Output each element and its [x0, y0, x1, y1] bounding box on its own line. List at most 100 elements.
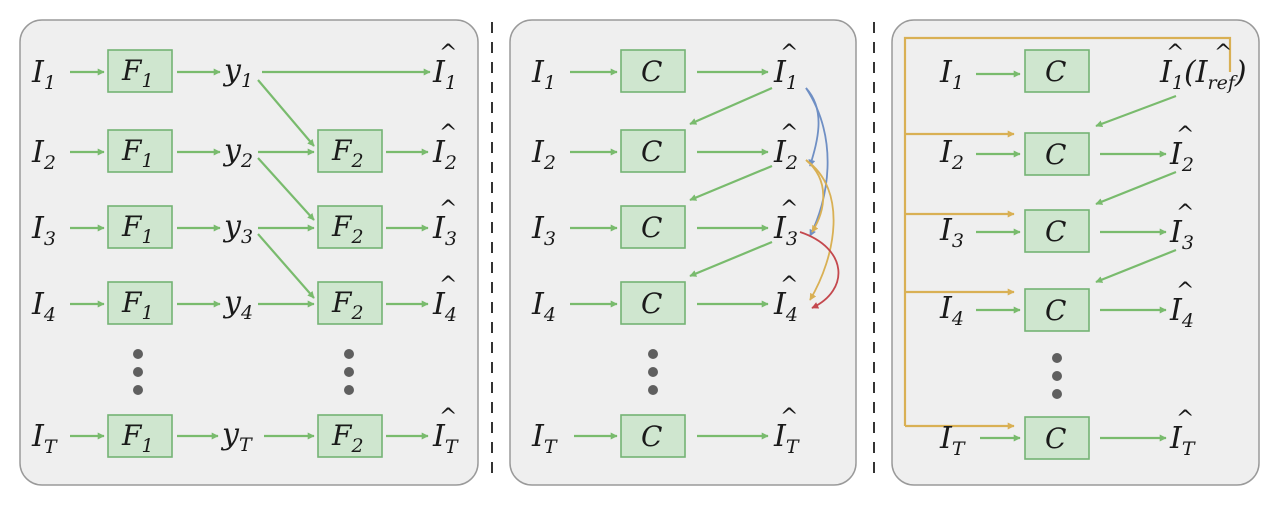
p1-latent-2: y2 [222, 133, 253, 172]
p1-output-4: I4 [432, 287, 457, 326]
p3-row-2: I2 C I2 ^ [939, 123, 1194, 176]
p2-orange-arrow-2-3 [805, 159, 825, 233]
panel-reference: I1 C I1(Iref) ^ ^ I2 C I2 ^ I3 C I3 ^ [891, 19, 1260, 486]
p3-input-2: I2 [939, 135, 964, 174]
p1-output-2-hat: ^ [439, 121, 457, 146]
p1-f2-label-4: F2 [331, 286, 364, 324]
p3-codec-label-T: C [1045, 422, 1066, 455]
p1-output-T: IT [432, 419, 459, 458]
p1-f2-label-3: F2 [331, 210, 364, 248]
p2-codec-label-T: C [641, 420, 662, 453]
p1-link-y3-f2 [257, 233, 315, 299]
p3-row-T: IT C IT ^ [939, 407, 1196, 460]
p3-codec-label-4: C [1045, 294, 1066, 327]
p2-input-T: IT [531, 419, 558, 458]
p3-output-4-hat: ^ [1176, 279, 1194, 304]
p2-ref-link-2 [689, 164, 773, 202]
p2-codec-box-T [620, 414, 686, 458]
p1-output-3-hat: ^ [439, 197, 457, 222]
p3-output-3: I3 [1169, 215, 1194, 254]
p1-link-y2-f2 [257, 157, 315, 221]
p1-input-3: I3 [31, 211, 56, 250]
panel-baseline: I1 F1 y1 I1 ^ I2 F1 y2 F2 I2 ^ I3 [19, 19, 479, 486]
p2-codec-label-2: C [641, 135, 662, 168]
p2-output-T-hat: ^ [780, 405, 798, 430]
p1-output-1-hat: ^ [439, 41, 457, 66]
p3-ref-link-3 [1095, 248, 1177, 284]
p2-output-1: I1 [773, 55, 798, 94]
p3-codec-box-2 [1024, 132, 1090, 176]
p1-latent-3: y3 [222, 209, 253, 248]
p2-codec-box-3 [620, 205, 686, 249]
p3-ellipsis [1052, 353, 1062, 399]
p1-ellipsis-left [133, 349, 143, 395]
panel-sequential: I1 C I1 ^ I2 C I2 ^ I3 C I3 ^ I4 [509, 19, 857, 486]
p3-row-1: I1 C I1(Iref) ^ ^ [939, 41, 1247, 94]
p3-output-T-hat: ^ [1176, 407, 1194, 432]
p3-ref-hat: ^ [1214, 41, 1232, 66]
p1-f1-box-3 [107, 205, 173, 249]
p2-codec-box-1 [620, 49, 686, 93]
p2-output-T: IT [773, 419, 800, 458]
p2-output-1-hat: ^ [780, 41, 798, 66]
p2-output-2: I2 [773, 135, 798, 174]
p2-codec-label-1: C [641, 55, 662, 88]
p3-codec-box-T [1024, 416, 1090, 460]
p3-codec-label-2: C [1045, 138, 1066, 171]
p2-input-3: I3 [531, 211, 556, 250]
p3-codec-box-3 [1024, 209, 1090, 253]
p1-row-3: I3 F1 y3 F2 I3 ^ [31, 197, 457, 250]
p2-codec-label-4: C [641, 287, 662, 320]
p1-f2-label-2: F2 [331, 134, 364, 172]
p1-input-2: I2 [31, 135, 56, 174]
p1-f2-box-4 [317, 281, 383, 325]
p3-row-3: I3 C I3 ^ [939, 201, 1194, 254]
p1-output-4-hat: ^ [439, 273, 457, 298]
p1-f1-box-2 [107, 129, 173, 173]
p2-ref-link-3 [689, 240, 773, 278]
p1-input-T: IT [31, 419, 58, 458]
p2-ellipsis [648, 349, 658, 395]
p1-output-T-hat: ^ [439, 405, 457, 430]
p1-row-1: I1 F1 y1 I1 ^ [31, 41, 457, 94]
panel-2-background [509, 19, 857, 486]
p3-input-4: I4 [939, 291, 964, 330]
p1-output-3: I3 [432, 211, 457, 250]
p3-output-2: I2 [1169, 137, 1194, 176]
p1-link-y1-f2 [257, 79, 315, 147]
p1-f1-label-1: F1 [121, 54, 154, 92]
p1-latent-4: y4 [222, 285, 253, 324]
p2-row-T: IT C IT ^ [531, 405, 800, 458]
p3-row-4: I4 C I4 ^ [939, 279, 1194, 332]
p1-f1-label-3: F1 [121, 210, 154, 248]
p1-f2-label-T: F2 [331, 419, 364, 457]
p3-output-1-ref: I1(Iref) [1159, 55, 1247, 94]
p3-output-4: I4 [1169, 293, 1194, 332]
p1-f1-label-2: F1 [121, 134, 154, 172]
p1-input-1: I1 [31, 55, 56, 94]
p3-input-3: I3 [939, 213, 964, 252]
p1-f2-box-3 [317, 205, 383, 249]
p3-input-1: I1 [939, 55, 964, 94]
p1-row-T: IT F1 yT F2 IT ^ [31, 405, 459, 458]
p2-row-3: I3 C I3 ^ [531, 197, 798, 250]
p1-f1-label-4: F1 [121, 286, 154, 324]
p2-codec-box-4 [620, 281, 686, 325]
p1-f1-box-4 [107, 281, 173, 325]
p2-output-4-hat: ^ [780, 273, 798, 298]
p2-output-3-hat: ^ [780, 197, 798, 222]
p2-output-3: I3 [773, 211, 798, 250]
p3-ref-link-1 [1095, 94, 1177, 128]
p2-input-1: I1 [531, 55, 556, 94]
p3-ref-link-2 [1095, 170, 1177, 206]
p1-latent-T: yT [220, 417, 253, 456]
p2-ref-link-1 [689, 86, 773, 126]
p2-output-2-hat: ^ [780, 121, 798, 146]
p3-output-1-hat: ^ [1166, 41, 1184, 66]
p2-row-4: I4 C I4 ^ [531, 273, 798, 326]
p1-f2-box-T [317, 414, 383, 458]
p2-blue-arrow-1-3 [805, 87, 829, 237]
p3-codec-box-4 [1024, 288, 1090, 332]
p3-codec-label-3: C [1045, 215, 1066, 248]
